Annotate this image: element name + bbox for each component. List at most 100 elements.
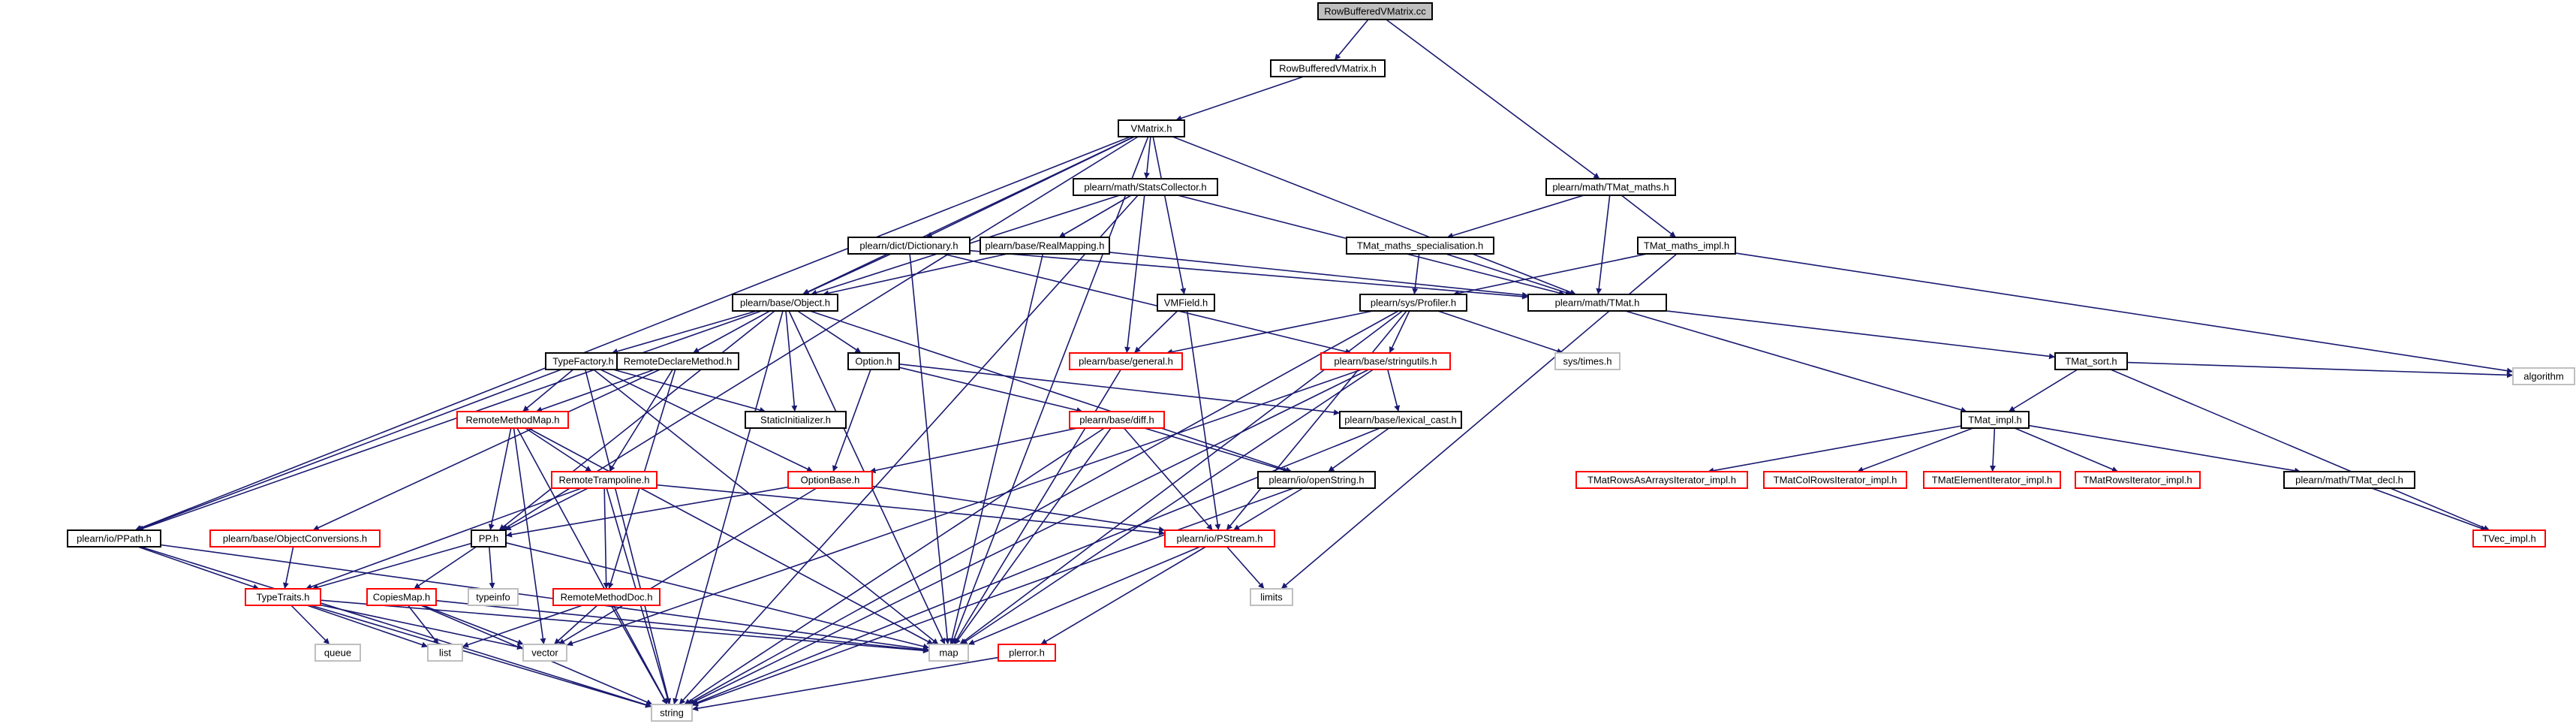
node-systimes-h[interactable]: sys/times.h (1554, 352, 1621, 370)
edge-vmfield_h-to-pstream_h (1186, 310, 1221, 531)
edge-vmatrix_h-to-vmfield_h (1152, 136, 1187, 295)
node-option-h[interactable]: Option.h (847, 352, 900, 370)
node-box (1320, 352, 1451, 370)
node-plerror-h[interactable]: plerror.h (998, 644, 1056, 662)
node-remotedeclare-h[interactable]: RemoteDeclareMethod.h (616, 352, 739, 370)
edge-lexicalcast_h-to-openstring_h (1327, 427, 1390, 472)
node-dictionary-h[interactable]: plearn/dict/Dictionary.h (847, 237, 971, 255)
node-rbvm-h[interactable]: RowBufferedVMatrix.h (1270, 59, 1386, 77)
edge-rbvm_cc-to-tmat_maths_h (1386, 19, 1600, 179)
node-tmat-decl-h[interactable]: plearn/math/TMat_decl.h (2283, 471, 2415, 489)
node-vmatrix-h[interactable]: VMatrix.h (1118, 119, 1185, 137)
node-object-h[interactable]: plearn/base/Object.h (732, 294, 838, 312)
node-box (928, 644, 969, 662)
node-tmatrowsasarrays[interactable]: TMatRowsAsArraysIterator_impl.h (1575, 471, 1748, 489)
node-pp-h[interactable]: PP.h (471, 529, 507, 548)
node-tmatelement[interactable]: TMatElementIterator_impl.h (1923, 471, 2061, 489)
node-label: string (660, 707, 684, 719)
edge-copiesmap_h-to-map (435, 599, 930, 653)
node-vmfield-h[interactable]: VMField.h (1157, 294, 1215, 312)
node-label: plearn/dict/Dictionary.h (859, 240, 958, 252)
node-box (551, 471, 658, 489)
node-tvec-impl-h[interactable]: TVec_impl.h (2472, 529, 2546, 548)
node-optionbase-h[interactable]: OptionBase.h (787, 471, 873, 489)
node-label: PP.h (479, 533, 499, 544)
edge-general_h-to-map (953, 369, 1121, 645)
node-stringutils-h[interactable]: plearn/base/stringutils.h (1320, 352, 1451, 370)
node-typefactory-h[interactable]: TypeFactory.h (545, 352, 621, 370)
node-vector[interactable]: vector (522, 644, 567, 662)
edge-typefactory_h-to-string (585, 369, 672, 705)
node-label: map (939, 647, 958, 659)
node-queue[interactable]: queue (314, 644, 361, 662)
node-layer: RowBufferedVMatrix.ccRowBufferedVMatrix.… (67, 2, 2575, 722)
edge-realmapping_h-to-tmat_h (1109, 252, 1529, 298)
edge-object_h-to-pp_h (498, 310, 775, 531)
node-tmat-maths-h[interactable]: plearn/math/TMat_maths.h (1545, 178, 1676, 196)
node-remotemethodmap-h[interactable]: RemoteMethodMap.h (456, 411, 569, 429)
node-tmatcolrows[interactable]: TMatColRowsIterator_impl.h (1763, 471, 1907, 489)
edge-realmapping_h-to-object_h (822, 253, 1008, 297)
node-tmat-maths-spec[interactable]: TMat_maths_specialisation.h (1346, 237, 1494, 255)
node-typetraits-h[interactable]: TypeTraits.h (245, 588, 321, 606)
node-ppath-h[interactable]: plearn/io/PPath.h (67, 529, 161, 548)
node-box (1575, 471, 1748, 489)
edge-remotedeclare_h-to-remotemethodmap_h (535, 369, 655, 413)
edge-object_h-to-ppath_h (137, 310, 762, 532)
edge-profiler_h-to-pstream_h (1226, 310, 1407, 531)
node-typeinfo[interactable]: typeinfo (468, 588, 519, 606)
node-copiesmap-h[interactable]: CopiesMap.h (366, 588, 437, 606)
node-openstring-h[interactable]: plearn/io/openString.h (1257, 471, 1376, 489)
node-tmat-impl-h[interactable]: TMat_impl.h (1961, 411, 2030, 429)
node-label: TMatRowsAsArraysIterator_impl.h (1587, 475, 1736, 486)
node-remotetrampoline-h[interactable]: RemoteTrampoline.h (551, 471, 658, 489)
edge-tmat_sort_h-to-tmat_impl_h (2008, 369, 2078, 412)
node-box (1346, 237, 1494, 255)
node-diff-h[interactable]: plearn/base/diff.h (1069, 411, 1165, 429)
node-list[interactable]: list (427, 644, 463, 662)
node-box (1069, 411, 1165, 429)
edge-tmat_impl_h-to-tmatelement (1989, 427, 1996, 472)
edge-pstream_h-to-map (968, 546, 1201, 645)
node-realmapping-h[interactable]: plearn/base/RealMapping.h (980, 237, 1110, 255)
node-rbvm-cc[interactable]: RowBufferedVMatrix.cc (1317, 2, 1433, 20)
node-label: OptionBase.h (801, 475, 860, 486)
node-tmatrows[interactable]: TMatRowsIterator_impl.h (2075, 471, 2201, 489)
node-staticinit-h[interactable]: StaticInitializer.h (745, 411, 847, 429)
node-box (651, 704, 693, 722)
node-box (1317, 2, 1433, 20)
node-limits[interactable]: limits (1250, 588, 1293, 606)
node-box (209, 529, 381, 548)
node-label: RemoteMethodMap.h (465, 415, 559, 426)
node-remotemethoddoc-h[interactable]: RemoteMethodDoc.h (552, 588, 661, 606)
node-algorithm[interactable]: algorithm (2512, 367, 2575, 385)
node-box (1250, 588, 1293, 606)
node-string[interactable]: string (651, 704, 693, 722)
node-general-h[interactable]: plearn/base/general.h (1069, 352, 1183, 370)
node-box (1069, 352, 1183, 370)
edge-diff_h-to-optionbase_h (869, 427, 1078, 474)
node-objectconversions-h[interactable]: plearn/base/ObjectConversions.h (209, 529, 381, 548)
node-box (745, 411, 847, 429)
node-map[interactable]: map (928, 644, 969, 662)
edge-statscollector_h-to-realmapping_h (1058, 195, 1132, 238)
edge-ppath_h-to-typetraits_h (137, 546, 260, 590)
edge-remotemethodmap_h-to-vector (513, 427, 546, 645)
node-pstream-h[interactable]: plearn/io/PStream.h (1164, 529, 1275, 548)
edge-diff_h-to-map (954, 427, 1112, 645)
node-profiler-h[interactable]: plearn/sys/Profiler.h (1359, 294, 1467, 312)
node-tmat-sort-h[interactable]: TMat_sort.h (2054, 352, 2128, 370)
edge-remotemethodmap_h-to-map (528, 427, 934, 645)
edge-tmat_maths_h-to-tmat_maths_impl (1621, 195, 1677, 238)
edge-tmat_maths_impl-to-profiler_h (1452, 253, 1648, 297)
edge-rbvm_cc-to-rbvm_h (1334, 19, 1369, 61)
node-label: RowBufferedVMatrix.cc (1324, 6, 1426, 17)
node-lexicalcast-h[interactable]: plearn/base/lexical_cast.h (1339, 411, 1462, 429)
node-label: plerror.h (1009, 647, 1045, 659)
node-tmat-h[interactable]: plearn/math/TMat.h (1527, 294, 1667, 312)
node-statscollector-h[interactable]: plearn/math/StatsCollector.h (1073, 178, 1218, 196)
edge-remotedeclare_h-to-objectconversions_h (312, 369, 661, 531)
edge-vmatrix_h-to-object_h (802, 136, 1135, 295)
edge-copiesmap_h-to-list (407, 605, 440, 645)
node-tmat-maths-impl[interactable]: TMat_maths_impl.h (1637, 237, 1736, 255)
